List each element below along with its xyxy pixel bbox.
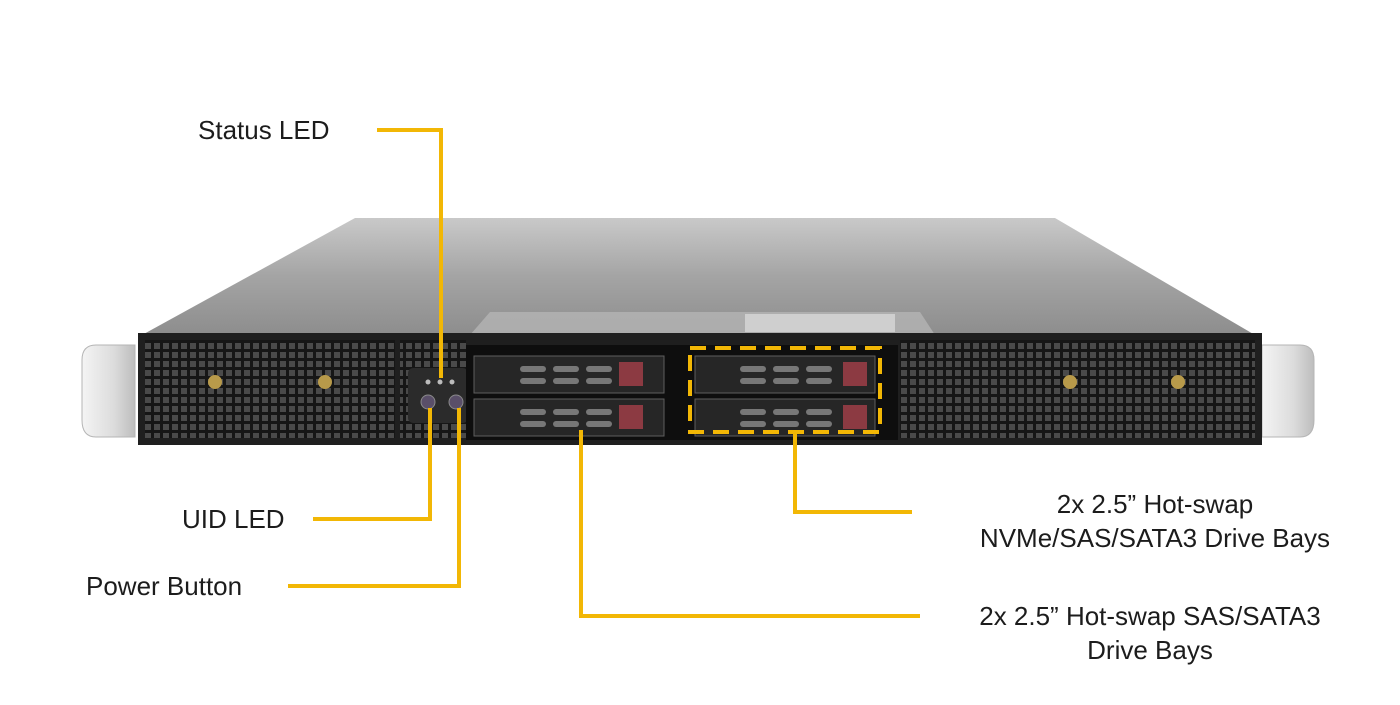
uid-led-label: UID LED [182, 504, 285, 534]
drive-tray-sas-bottom[interactable] [473, 398, 665, 437]
nvme-drive-bays-label: 2x 2.5” Hot-swap NVMe/SAS/SATA3 Drive Ba… [950, 487, 1360, 555]
thumb-screw-icon [208, 375, 222, 389]
right-rack-ear [1261, 344, 1315, 438]
sas-drive-bays-line1: 2x 2.5” Hot-swap SAS/SATA3 [979, 601, 1321, 631]
sas-drive-bays-line2: Drive Bays [1087, 635, 1213, 665]
status-led-label: Status LED [198, 115, 330, 145]
led-indicator-icon [425, 379, 431, 385]
drive-latch[interactable] [843, 362, 867, 386]
drive-latch[interactable] [843, 405, 867, 429]
nvme-drive-bays-line1: 2x 2.5” Hot-swap [1056, 489, 1254, 519]
drive-latch[interactable] [619, 405, 643, 429]
left-vent-grille [145, 340, 395, 438]
power-button-label: Power Button [86, 571, 243, 601]
thumb-screw-icon [318, 375, 332, 389]
drive-tray-sas-top[interactable] [473, 355, 665, 394]
drive-latch[interactable] [619, 362, 643, 386]
right-vent-grille [900, 340, 1255, 438]
uid-led-icon[interactable] [420, 394, 436, 410]
top-cover-label-plate [745, 314, 895, 332]
chassis-top-cover [142, 218, 1255, 335]
power-button-leader-line [288, 408, 461, 588]
nvme-drive-bays-line2: NVMe/SAS/SATA3 Drive Bays [979, 523, 1331, 553]
nvme-bay-highlight [688, 346, 882, 434]
sas-bays-leader-line [579, 430, 920, 618]
status-led-leader-line [377, 128, 443, 378]
thumb-screw-icon [1063, 375, 1077, 389]
power-button-icon[interactable] [448, 394, 464, 410]
left-rack-ear [81, 344, 136, 438]
drive-tray-nvme-bottom[interactable] [694, 398, 876, 437]
led-indicator-icon [449, 379, 455, 385]
uid-led-leader-line [313, 408, 432, 521]
sas-drive-bays-label: 2x 2.5” Hot-swap SAS/SATA3 Drive Bays [950, 599, 1350, 667]
nvme-bays-leader-line [793, 430, 912, 514]
drive-tray-nvme-top[interactable] [694, 355, 876, 394]
thumb-screw-icon [1171, 375, 1185, 389]
led-indicator-icon [437, 379, 443, 385]
